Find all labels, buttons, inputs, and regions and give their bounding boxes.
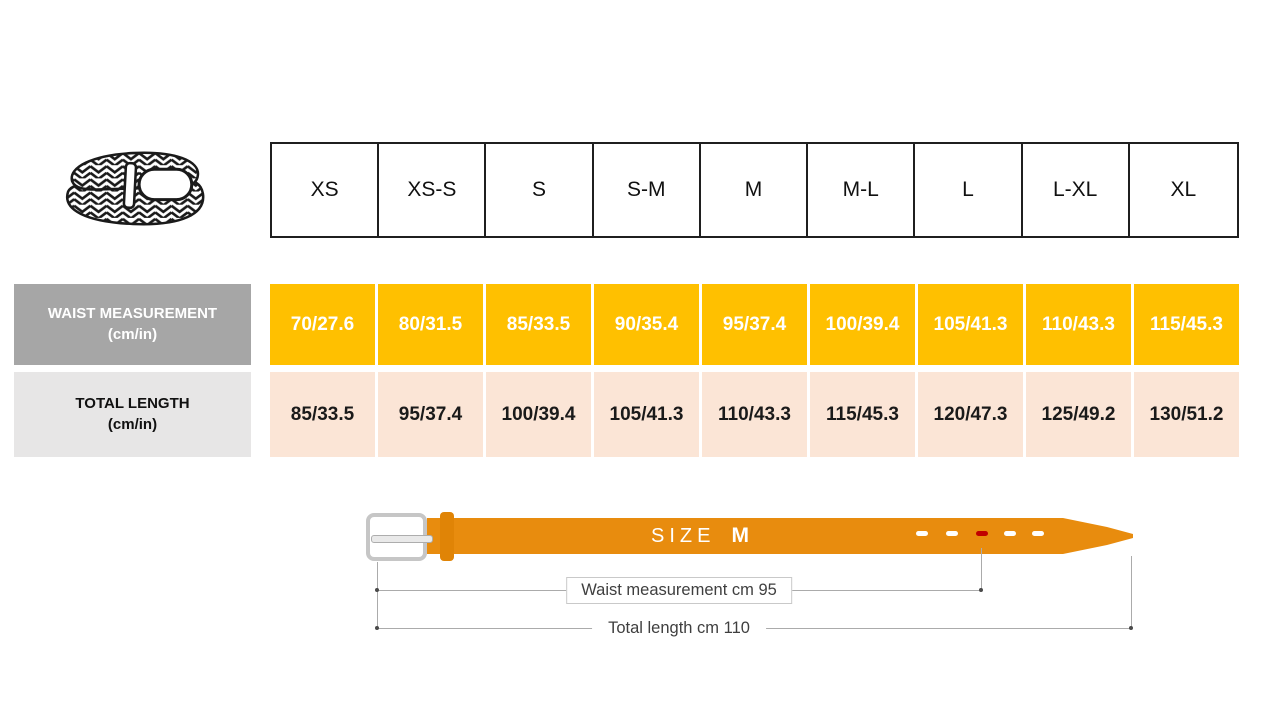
length-value-cell: 95/37.4 [378,372,483,457]
size-header-cell: XL [1170,178,1197,201]
belt-keeper-loop [440,512,454,561]
length-row-label-line1: TOTAL LENGTH [75,395,190,413]
length-value-cell: 105/41.3 [594,372,699,457]
waist-value-cell: 80/31.5 [378,284,483,365]
waist-row: 70/27.6 80/31.5 85/33.5 90/35.4 95/37.4 … [270,284,1239,365]
measure-endpoint [1129,626,1133,630]
belt-buckle-prong [371,535,433,543]
size-value-text: M [731,524,749,547]
waist-value-cell: 90/35.4 [594,284,699,365]
length-value-cell: 100/39.4 [486,372,591,457]
waist-row-label-line1: WAIST MEASUREMENT [47,305,218,323]
waist-value-cell: 105/41.3 [918,284,1023,365]
length-row: 85/33.5 95/37.4 100/39.4 105/41.3 110/43… [270,372,1239,457]
size-header-cell: M [701,144,809,236]
length-value-cell: 110/43.3 [702,372,807,457]
belt-hole [1032,531,1044,536]
length-value-cell: 85/33.5 [270,372,375,457]
belt-hole [1004,531,1016,536]
braided-belt-svg [65,151,205,226]
size-prefix-text: SIZE [651,524,716,547]
size-header-cell: M-L [808,144,916,236]
size-header-cell: XS [272,144,380,236]
length-value-cell: 125/49.2 [1026,372,1131,457]
measure-endpoint [979,588,983,592]
belt-strap [427,518,1063,554]
guide-line-tip [1131,556,1132,629]
size-header-cell: S-M [594,144,701,236]
length-row-label-line2: (cm/in) [107,415,158,433]
length-value-cell: 115/45.3 [810,372,915,457]
waist-measurement-caption: Waist measurement cm 95 [566,577,792,604]
size-header-row: XS XS-S S S-M M M-L L L-XL XL [270,142,1239,238]
guide-line-buckle [377,562,378,629]
braided-belt-icon [58,138,210,236]
waist-value-cell: 70/27.6 [270,284,375,365]
waist-value-cell: 115/45.3 [1134,284,1239,365]
length-value-cell: 130/51.2 [1134,372,1239,457]
waist-value-cell: 100/39.4 [810,284,915,365]
belt-hole [916,531,928,536]
waist-value-cell: 85/33.5 [486,284,591,365]
waist-row-label-line2: (cm/in) [107,325,158,343]
measure-endpoint [375,588,379,592]
measure-endpoint [375,626,379,630]
size-header-cell: L-XL [1023,144,1130,236]
size-header-cell: S [486,144,594,236]
size-header-cell: L [915,144,1023,236]
belt-hole [946,531,958,536]
guide-line-hole [981,548,982,590]
size-header-cell: XS-S [379,144,487,236]
waist-row-label: WAIST MEASUREMENT (cm/in) [14,284,251,365]
length-value-cell: 120/47.3 [918,372,1023,457]
length-row-label: TOTAL LENGTH (cm/in) [14,372,251,457]
belt-tip [1063,518,1135,554]
waist-value-cell: 110/43.3 [1026,284,1131,365]
belt-hole-marked [976,531,988,536]
belt-tip-shape [1063,518,1133,554]
waist-value-cell: 95/37.4 [702,284,807,365]
belt-size-label: SIZE M [580,518,820,554]
total-length-caption: Total length cm 110 [592,618,766,639]
